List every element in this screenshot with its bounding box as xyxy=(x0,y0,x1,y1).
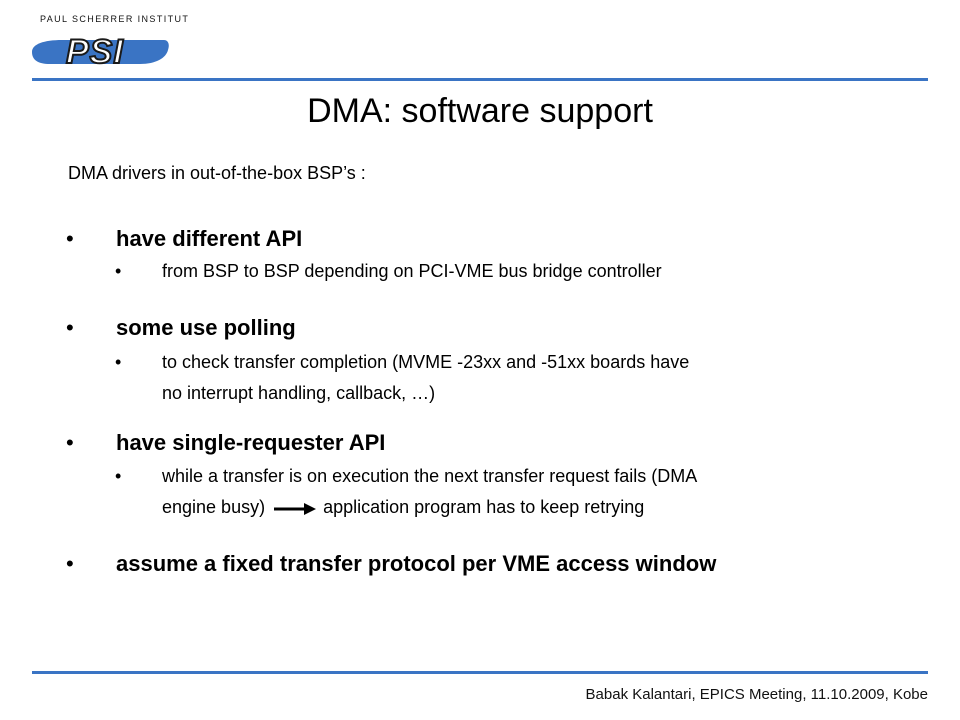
bullet-text: assume a fixed transfer protocol per VME… xyxy=(116,551,717,576)
sub-bullet-text-part: engine busy) xyxy=(162,497,266,517)
psi-logo-mark: PSI xyxy=(66,33,124,70)
bullet-text: have different API xyxy=(116,226,303,251)
intro-text: DMA drivers in out-of-the-box BSP’s : xyxy=(68,163,366,183)
bottom-divider xyxy=(32,671,928,674)
bullet-text: have single-requester API xyxy=(116,430,386,455)
sub-bullet-text: from BSP to BSP depending on PCI-VME bus… xyxy=(162,261,662,281)
institute-name: PAUL SCHERRER INSTITUT xyxy=(40,14,190,24)
slide-title: DMA: software support xyxy=(307,92,653,130)
sub-bullet-text: while a transfer is on execution the nex… xyxy=(162,466,698,486)
sub-bullet-text-line: engine busy) application program has to … xyxy=(162,492,644,523)
bullet-dot: • xyxy=(66,430,74,455)
sub-bullet-text: no interrupt handling, callback, …) xyxy=(162,383,436,403)
bullet-dot: • xyxy=(66,226,74,251)
bullet-dot: • xyxy=(115,261,122,281)
top-divider xyxy=(32,78,928,81)
bullet-text: some use polling xyxy=(116,315,296,340)
bullet-dot: • xyxy=(115,352,122,372)
sub-bullet-text: to check transfer completion (MVME -23xx… xyxy=(162,352,690,372)
right-arrow-icon xyxy=(274,503,317,516)
psi-logo: PSI xyxy=(32,32,169,70)
sub-bullet-text-part: application program has to keep retrying xyxy=(323,497,645,517)
bullet-dot: • xyxy=(66,551,74,576)
bullet-dot: • xyxy=(115,466,122,486)
footer-text: Babak Kalantari, EPICS Meeting, 11.10.20… xyxy=(585,686,928,703)
bullet-dot: • xyxy=(66,315,74,340)
